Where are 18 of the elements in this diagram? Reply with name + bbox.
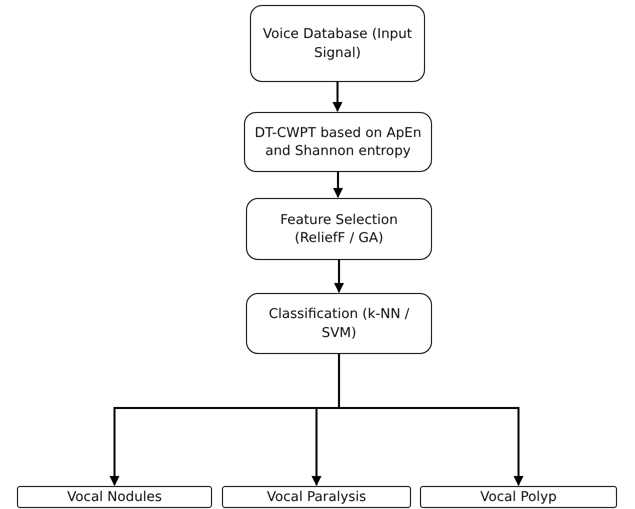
process-box	[246, 198, 432, 260]
box-label: Vocal Polyp	[480, 488, 557, 506]
process-box	[246, 293, 432, 354]
arrow	[333, 172, 343, 198]
process-box	[17, 486, 212, 508]
box-label: Vocal Paralysis	[266, 488, 366, 506]
process-box	[420, 486, 617, 508]
process-box	[222, 486, 411, 508]
box-label: DT-CWPT based on ApEn and Shannon entropy	[254, 124, 422, 160]
box-label: Vocal Nodules	[67, 488, 162, 506]
box-label: Voice Database (Input Signal)	[262, 25, 414, 62]
process-box	[244, 112, 432, 172]
arrow	[338, 354, 524, 486]
arrow	[334, 260, 344, 293]
box-label: Classification (k-NN / SVM)	[268, 305, 410, 342]
process-box	[250, 5, 425, 82]
box-label: Feature Selection (ReliefF / GA)	[279, 210, 399, 248]
arrow	[332, 82, 342, 112]
